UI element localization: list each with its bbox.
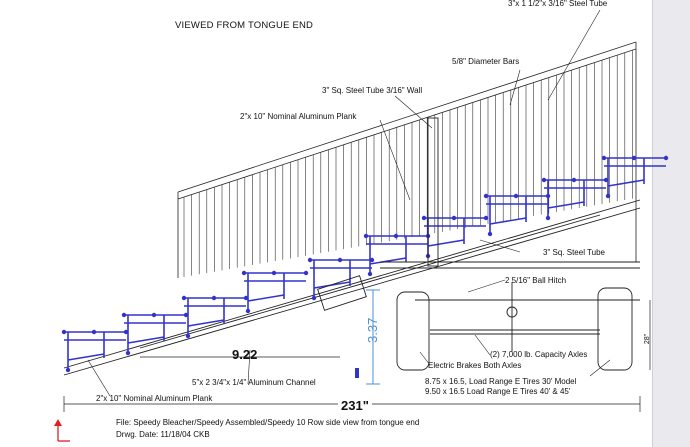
seat-step (307, 257, 375, 301)
footer-file: File: Speedy Bleacher/Speedy Assembled/S… (116, 418, 420, 427)
guardrail-bars (183, 50, 633, 277)
seat-step (61, 329, 129, 373)
callout-sq-tube: 3" Sq. Steel Tube (543, 248, 605, 257)
guardrail (177, 41, 637, 278)
dimension-step-run: 9.22 (232, 347, 258, 362)
dimension-height-right: 28" (644, 333, 652, 345)
seat-step (241, 270, 309, 314)
callout-electric-brakes: Electric Brakes Both Axles (428, 361, 522, 370)
origin-axes (54, 419, 70, 442)
seat-step (483, 193, 551, 237)
callout-sq-tube-wall: 3" Sq. Steel Tube 3/16" Wall (322, 86, 423, 95)
view-title: VIEWED FROM TONGUE END (175, 20, 314, 31)
seat-step (601, 155, 669, 199)
callout-capacity-axles: (2) 7,000 lb. Capacity Axles (490, 350, 588, 359)
seat-step (181, 295, 249, 339)
callout-plank-top: 2"x 10" Nominal Aluminum Plank (240, 112, 357, 121)
dimension-blue (366, 289, 380, 385)
dimension-step-rise: 3.37 (365, 317, 380, 343)
callout-plank-bottom: 2"x 10" Nominal Aluminum Plank (96, 394, 213, 403)
stringers (63, 199, 641, 376)
callout-ball-hitch: 2 5/16" Ball Hitch (505, 276, 567, 285)
seat-step (541, 177, 609, 221)
callout-tires-40: 9.50 x 16.5 Load Range E Tires 40' & 45' (425, 387, 571, 396)
callout-steel-tube-top: 3"x 1 1/2"x 3/16" Steel Tube (508, 0, 608, 8)
leader-lines (87, 9, 611, 397)
trailer-frame (317, 117, 640, 371)
seat-step (121, 312, 189, 356)
dimension-overall-length: 231" (338, 398, 372, 413)
dim-marker (355, 368, 359, 378)
callout-tires-30: 8.75 x 16.5, Load Range E Tires 30' Mode… (425, 377, 577, 386)
footer-date: Drwg. Date: 11/18/04 CKB (116, 430, 210, 439)
callout-channel: 5"x 2 3/4"x 1/4" Aluminum Channel (192, 378, 316, 387)
callout-diameter-bars: 5/8" Diameter Bars (452, 57, 520, 66)
seat-step (421, 215, 489, 259)
page-edge-scrollbar (652, 0, 690, 447)
seat-step (363, 233, 431, 277)
